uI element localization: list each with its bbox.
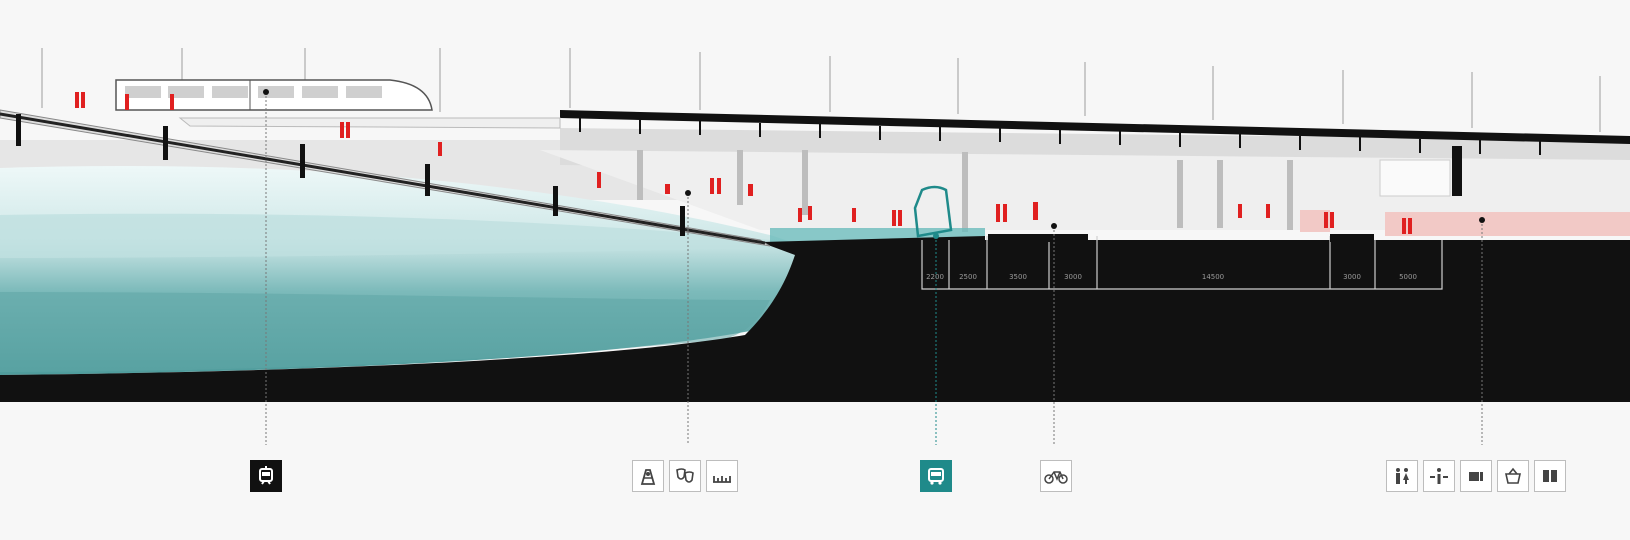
dimension-label: 3000	[1343, 273, 1361, 281]
ticket-icon[interactable]	[1460, 460, 1492, 492]
bus-icon[interactable]	[920, 460, 952, 492]
roof-masts	[41, 48, 1601, 132]
theater-masks-icon[interactable]	[669, 460, 701, 492]
playground-icon[interactable]	[632, 460, 664, 492]
station-interior	[0, 128, 1630, 236]
information-icon[interactable]	[1423, 460, 1455, 492]
dimension-label: 5000	[1399, 273, 1417, 281]
platform-dimension-boxes	[921, 236, 1443, 290]
dimension-label: 3500	[1009, 273, 1027, 281]
callout-dots	[263, 89, 1485, 239]
roof-slab	[560, 110, 1630, 196]
callout-leaders	[265, 92, 1483, 445]
seating-icon[interactable]	[706, 460, 738, 492]
ground-section	[0, 236, 1630, 402]
restroom-icon[interactable]	[1386, 460, 1418, 492]
ramp-bridge	[0, 109, 771, 247]
retail-zone-small	[1300, 210, 1330, 232]
dimension-label: 2500	[959, 273, 977, 281]
people-figures	[75, 92, 1412, 234]
bus-outline	[913, 185, 953, 238]
dimension-label: 2200	[926, 273, 944, 281]
retail-zone	[1385, 212, 1630, 236]
platform-blocks	[988, 234, 1374, 242]
tram-icon[interactable]	[250, 460, 282, 492]
shopping-basket-icon[interactable]	[1497, 460, 1529, 492]
tram-vehicle	[115, 79, 433, 111]
book-icon[interactable]	[1534, 460, 1566, 492]
dimension-label: 14500	[1201, 273, 1225, 281]
dimension-label: 3000	[1064, 273, 1082, 281]
bicycle-icon[interactable]	[1040, 460, 1072, 492]
